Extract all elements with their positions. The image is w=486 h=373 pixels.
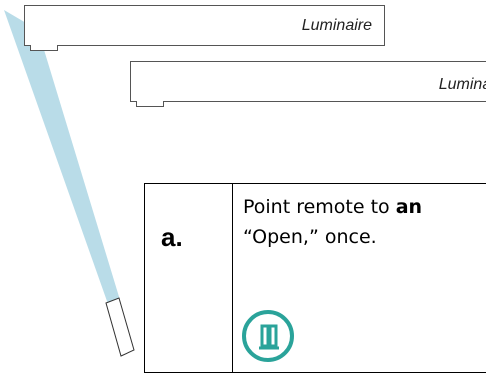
column-divider bbox=[232, 184, 233, 372]
step-table: a. Point remote to an “Open,” once. bbox=[144, 183, 486, 373]
step-instruction: Point remote to an “Open,” once. bbox=[243, 192, 422, 252]
luminaire-1-label: Luminaire bbox=[301, 17, 372, 34]
luminaire-2-notch bbox=[136, 101, 164, 107]
light-beam bbox=[4, 10, 120, 304]
instruction-line-2: “Open,” once. bbox=[243, 226, 377, 248]
luminaire-2-label: Luminaire bbox=[438, 76, 486, 93]
remote-control-icon bbox=[105, 297, 135, 357]
instruction-text: Point remote to bbox=[243, 196, 396, 218]
open-door-icon bbox=[242, 310, 294, 362]
luminaire-1: Luminaire bbox=[24, 5, 385, 46]
luminaire-1-notch bbox=[30, 45, 58, 51]
luminaire-2: Luminaire bbox=[130, 61, 486, 102]
instruction-bold-text: an bbox=[395, 196, 423, 218]
step-letter: a. bbox=[161, 222, 183, 252]
